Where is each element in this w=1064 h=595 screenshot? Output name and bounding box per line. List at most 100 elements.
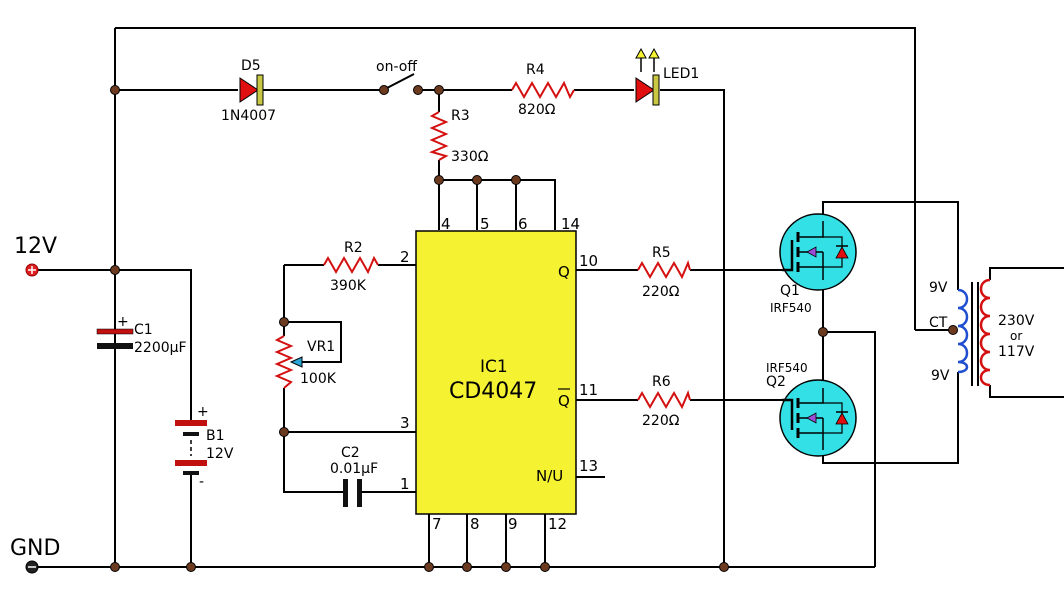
ic1-ref: IC1 (480, 357, 508, 377)
d5-part: 1N4007 (221, 108, 276, 124)
ic1-pin-10: 10 (579, 252, 598, 270)
c1-ref: C1 (134, 322, 153, 338)
junction (501, 562, 511, 572)
body-diode-icon (835, 246, 849, 259)
on-off-switch: on-off (376, 59, 423, 95)
junction (279, 427, 289, 437)
resistor-r3: R3 330Ω (429, 108, 489, 165)
ic1-pin-1: 1 (400, 475, 410, 493)
wires (38, 27, 1064, 568)
r6-value: 220Ω (642, 413, 680, 429)
junction (948, 325, 958, 335)
capacitor-c2: C2 0.01µF (330, 445, 378, 507)
mosfet-q1: Q1 IRF540 (770, 213, 857, 315)
junction (462, 562, 472, 572)
vr1-ref: VR1 (307, 339, 335, 355)
c1-plus: + (117, 314, 129, 330)
ic1-pin-12: 12 (548, 515, 567, 533)
primary-top-label: 9V (929, 280, 948, 296)
center-tap-label: CT (929, 315, 948, 331)
ic1-part: CD4047 (449, 379, 537, 404)
resistor-r2: R2 390K (323, 240, 379, 294)
gnd-label: GND (10, 536, 60, 561)
diode-d5: D5 1N4007 (221, 58, 276, 124)
ic1-out-q: Q (558, 263, 570, 281)
resistor-r6: R6 220Ω (637, 374, 691, 429)
ic1-pin-7: 7 (432, 515, 442, 533)
q2-ref: Q2 (766, 374, 786, 390)
resistor-r4: R4 820Ω (511, 62, 575, 118)
vr1-value: 100K (300, 371, 337, 387)
junction (472, 175, 482, 185)
c1-value: 2200µF (134, 340, 187, 356)
junction (279, 317, 289, 327)
secondary-line3: 117V (998, 344, 1035, 360)
transformer: 9V CT 9V 230V or 117V (929, 278, 1035, 387)
ic1-cd4047: IC1 CD4047 4 5 6 14 7 8 9 12 2 3 1 10 11… (400, 215, 598, 533)
ic1-pin-4: 4 (441, 215, 451, 233)
b1-plus: + (197, 404, 209, 420)
junction (434, 175, 444, 185)
junction (719, 562, 729, 572)
junction (434, 85, 444, 95)
secondary-line1: 230V (998, 313, 1035, 329)
ic1-pin-2: 2 (400, 248, 410, 266)
ic1-out-qbar: Q (558, 392, 570, 410)
q1-part: IRF540 (770, 301, 812, 315)
vin-terminal: 12V (14, 234, 57, 277)
d5-ref: D5 (241, 58, 261, 74)
ic1-out-nu: N/U (536, 467, 563, 485)
ic1-pin-13: 13 (579, 457, 598, 475)
c2-ref: C2 (341, 445, 360, 461)
junction (110, 562, 120, 572)
r2-ref: R2 (344, 240, 363, 256)
ic1-pin-8: 8 (470, 515, 480, 533)
r4-ref: R4 (526, 62, 545, 78)
r3-value: 330Ω (451, 149, 489, 165)
q1-ref: Q1 (780, 283, 800, 299)
led1-ref: LED1 (663, 66, 699, 82)
channel-arrow-icon (806, 412, 817, 424)
b1-value: 12V (206, 446, 234, 462)
ic1-pin-11: 11 (579, 381, 598, 399)
ic1-pin-3: 3 (400, 414, 410, 432)
potentiometer-vr1: VR1 100K (274, 335, 337, 389)
wiper-arrow-icon (289, 356, 303, 368)
ic1-pin-14: 14 (561, 215, 580, 233)
junction (818, 327, 828, 337)
ic1-pin-5: 5 (480, 215, 490, 233)
switch-label: on-off (376, 59, 417, 75)
b1-minus: - (199, 474, 204, 490)
junction (110, 265, 120, 275)
r5-value: 220Ω (642, 284, 680, 300)
channel-arrow-icon (806, 246, 817, 258)
light-arrows-icon (635, 47, 660, 72)
r5-ref: R5 (652, 245, 671, 261)
r4-value: 820Ω (518, 102, 556, 118)
transformer-core (971, 282, 979, 386)
junction-dots (110, 85, 958, 572)
led-led1: LED1 (635, 47, 699, 106)
mosfet-q2: IRF540 Q2 (766, 361, 857, 457)
junction (540, 562, 550, 572)
junction (110, 85, 120, 95)
ic1-pin-9: 9 (508, 515, 518, 533)
battery-b1: + - B1 12V (175, 404, 234, 490)
secondary-line2: or (1010, 329, 1022, 343)
r3-ref: R3 (451, 108, 470, 124)
secondary-coil (979, 278, 991, 387)
junction (186, 562, 196, 572)
capacitor-c1: + C1 2200µF (96, 314, 187, 356)
ic1-pin-6: 6 (518, 215, 528, 233)
junction (511, 175, 521, 185)
gnd-terminal: GND (10, 536, 60, 574)
r2-value: 390K (330, 278, 367, 294)
c2-value: 0.01µF (330, 461, 378, 477)
b1-ref: B1 (206, 428, 225, 444)
q2-part: IRF540 (766, 361, 808, 375)
body-diode-icon (835, 412, 849, 425)
junction (424, 562, 434, 572)
vin-label: 12V (14, 234, 57, 259)
r6-ref: R6 (652, 374, 671, 390)
